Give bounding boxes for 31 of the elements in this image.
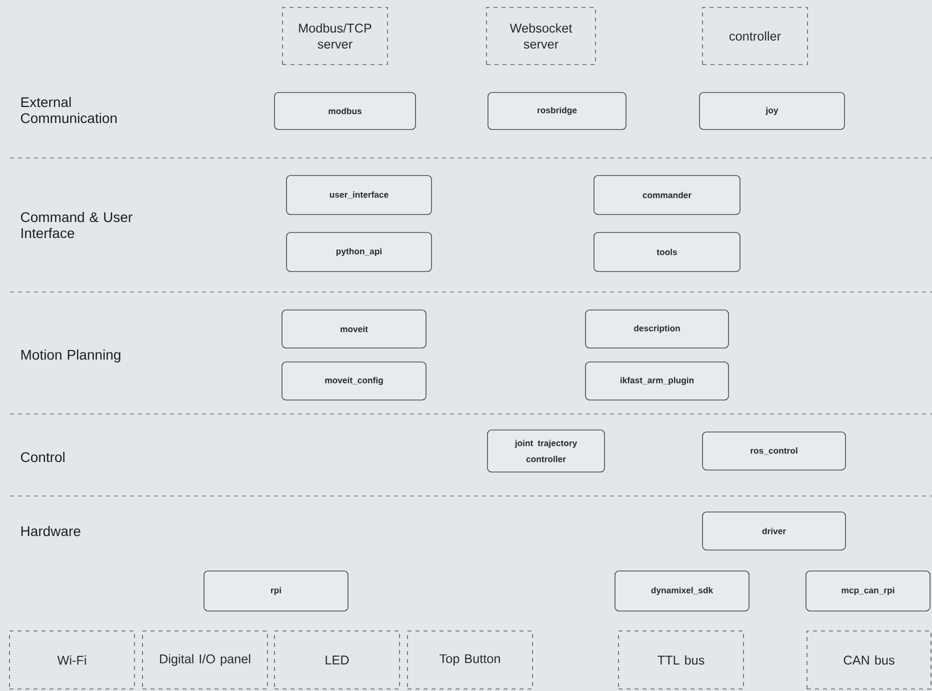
external-box: Digital I/O panel — [142, 630, 268, 690]
package-box: description — [585, 310, 729, 348]
package-box: joy — [699, 92, 845, 130]
package-box: python_api — [286, 232, 432, 272]
layer-label: Control — [20, 452, 64, 462]
package-box: ikfast_arm_plugin — [585, 362, 729, 400]
package-box: driver — [702, 512, 846, 550]
package-box: tools — [594, 232, 740, 272]
external-box: Websocket server — [486, 7, 596, 65]
package-box: joint trajectory controller — [487, 430, 605, 472]
package-box: ros_control — [702, 432, 846, 470]
package-box: modbus — [274, 92, 416, 130]
package-box: moveit_config — [282, 362, 426, 400]
package-box: moveit — [282, 310, 426, 348]
package-box: dynamixel_sdk — [614, 570, 750, 612]
external-box: CAN bus — [806, 630, 932, 690]
package-box: mcp_can_rpi — [806, 570, 930, 612]
layer-label: External Communication — [20, 96, 117, 124]
external-box: TTL bus — [618, 630, 744, 690]
external-box: Modbus/TCP server — [282, 7, 388, 65]
external-box: Wi-Fi — [9, 630, 135, 690]
package-box: user_interface — [286, 175, 432, 215]
layer-label: Hardware — [21, 526, 80, 536]
package-box: rosbridge — [488, 92, 626, 130]
external-box: Top Button — [407, 630, 533, 690]
package-box: commander — [594, 175, 740, 215]
external-box: LED — [274, 630, 400, 690]
layer-label: Command & User Interface — [20, 212, 132, 238]
external-box: controller — [702, 7, 808, 65]
layer-label: Motion Planning — [21, 349, 120, 363]
package-box: rpi — [204, 570, 348, 612]
